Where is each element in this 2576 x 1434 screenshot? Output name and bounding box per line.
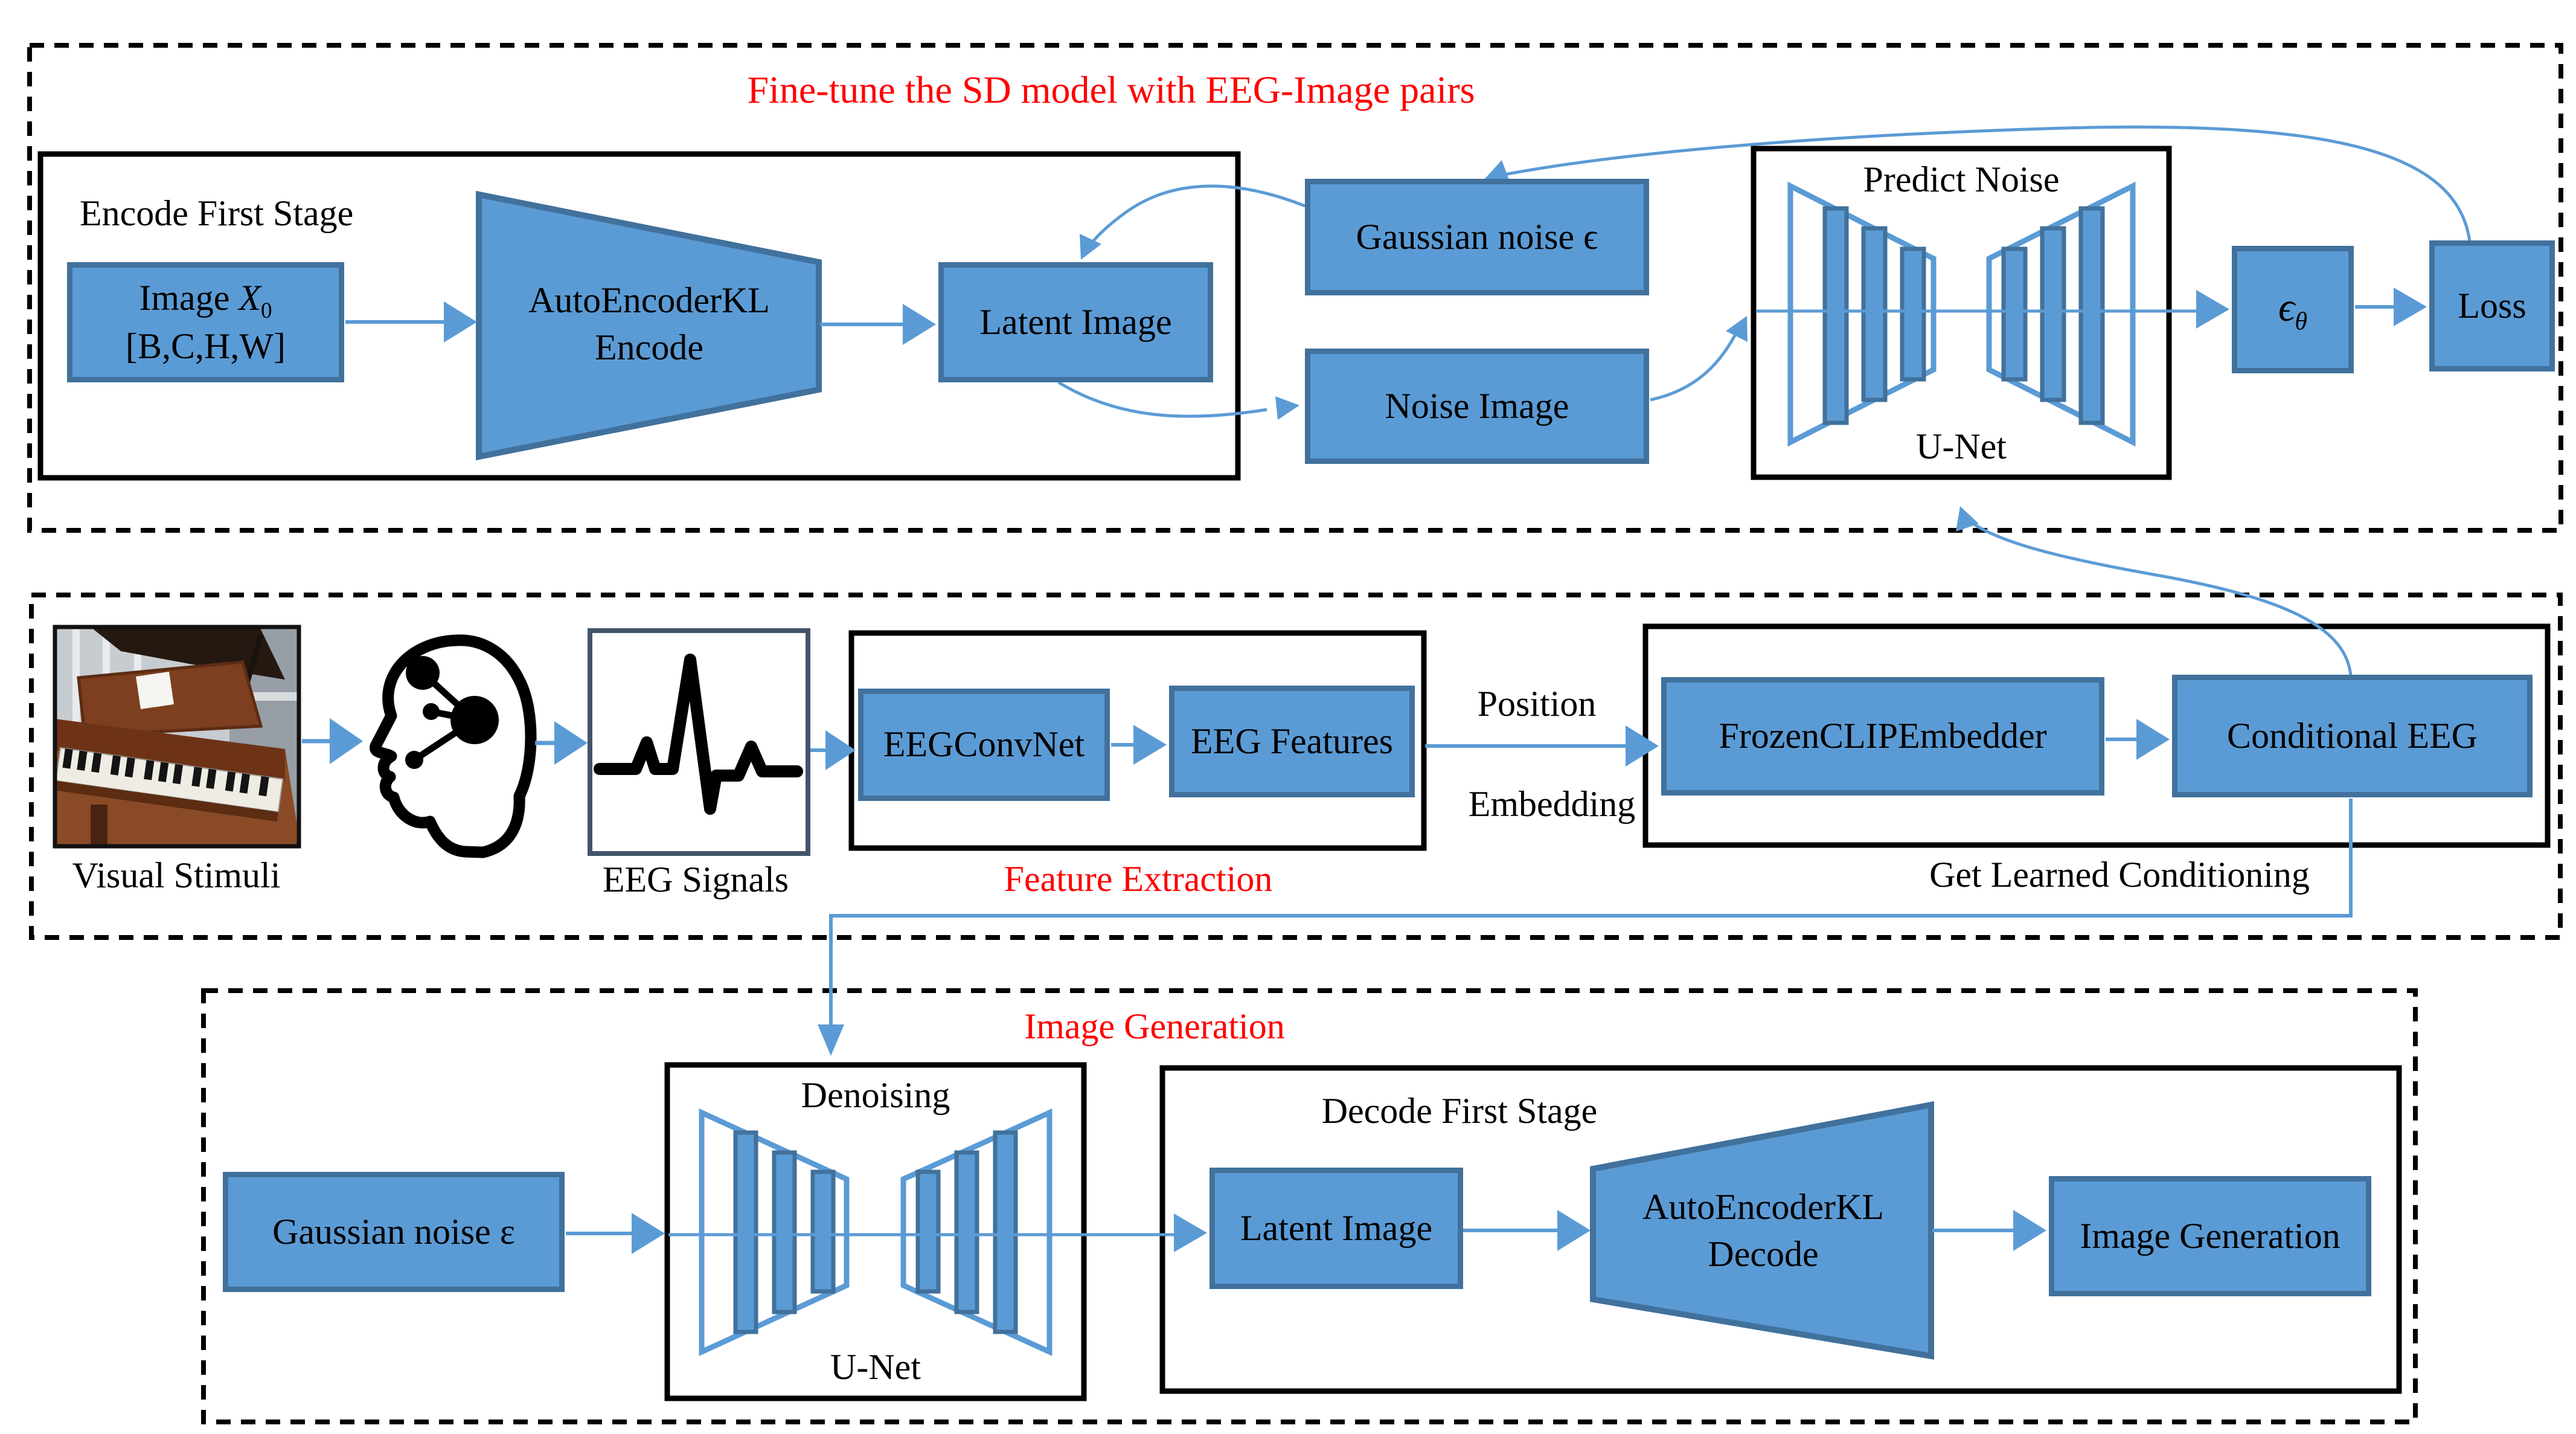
- noise-image-box: Noise Image: [1305, 349, 1649, 464]
- decoder-label: AutoEncoderKL Decode: [1642, 1187, 1884, 1274]
- arrow-decoder-to-output: [1932, 1210, 2046, 1251]
- unet-label-bottom: U-Net: [830, 1347, 921, 1387]
- curved-arrow-noise-image-to-unet: [1650, 316, 1748, 402]
- gaussian-noise-box-top: Gaussian noise ϵ: [1305, 179, 1649, 295]
- arrow-convnet-to-features: [1111, 725, 1167, 765]
- curved-arrow-latent-to-noise-image: [1057, 381, 1299, 420]
- arrow-image-to-encoder: [345, 301, 477, 342]
- unet-trapezoid-icon: [1756, 181, 2197, 447]
- arrow-encoder-to-latent: [820, 304, 936, 345]
- encode-first-stage-frame: [37, 151, 1241, 481]
- curved-arrow-gaussian-to-latent: [1080, 184, 1306, 260]
- elbow-arrow-conditional-to-denoising: [818, 799, 2353, 1056]
- image-x0-line1: Image X0: [139, 277, 272, 323]
- eeg-signals-label: EEG Signals: [602, 860, 789, 899]
- get-learned-conditioning-frame: [1642, 623, 2551, 848]
- eps-theta-box: ϵθ: [2232, 246, 2354, 373]
- predict-noise-label: Predict Noise: [1863, 159, 2060, 199]
- encoder-label: AutoEncoderKL Encode: [528, 280, 770, 367]
- conditional-eeg-box: Conditional EEG: [2172, 675, 2533, 797]
- image-generation-box: Image Generation: [2049, 1176, 2371, 1296]
- get-learned-conditioning-label: Get Learned Conditioning: [1929, 855, 2310, 895]
- arrow-head-to-eeg: [535, 721, 588, 765]
- decode-first-stage-label: Decode First Stage: [1321, 1091, 1598, 1131]
- arrow-features-to-frozenclip: [1425, 725, 1659, 767]
- latent-image-box-top: Latent Image: [938, 262, 1213, 382]
- finetune-section-frame: [27, 43, 2563, 533]
- grand-piano-photo: [53, 625, 301, 849]
- unet-trapezoid-icon: [668, 1108, 1207, 1357]
- arrow-eps-theta-to-loss: [2355, 288, 2427, 326]
- eeg-features-box: EEG Features: [1169, 686, 1415, 797]
- encode-first-stage-label: Encode First Stage: [80, 193, 354, 233]
- eeg-pipeline-section-frame: [29, 593, 2563, 940]
- decode-first-stage-frame: [1159, 1065, 2402, 1394]
- arrow-denoising-to-latent: [1463, 1210, 1591, 1251]
- arrow-gaussian-to-denoising: [566, 1213, 665, 1254]
- denoising-unet-frame: [664, 1062, 1087, 1401]
- gaussian-noise-box-bottom: Gaussian noise ε: [223, 1172, 565, 1292]
- arrow-stimuli-to-head: [302, 718, 363, 764]
- image-x0-box: Image X0 [B,C,H,W]: [67, 262, 344, 382]
- embedding-label: Embedding: [1468, 784, 1636, 824]
- curved-arrow-conditional-eeg-to-unet: [1956, 506, 2353, 677]
- loss-box: Loss: [2429, 240, 2555, 371]
- decoder-funnel-trapezoid: [1590, 1101, 1934, 1360]
- encoder-funnel-trapezoid: [476, 190, 822, 461]
- feature-extraction-frame: [848, 630, 1427, 851]
- arrow-eeg-to-convnet: [810, 730, 856, 770]
- unet-label-top: U-Net: [1916, 426, 2007, 466]
- latent-image-box-bottom: Latent Image: [1210, 1168, 1463, 1289]
- image-x0-line2: [B,C,H,W]: [126, 326, 286, 367]
- arrow-frozenclip-to-conditional: [2106, 719, 2170, 760]
- denoising-label: Denoising: [801, 1075, 950, 1115]
- eegconvnet-box: EEGConvNet: [858, 689, 1110, 801]
- feature-extraction-label: Feature Extraction: [1004, 859, 1273, 899]
- eeg-waveform-icon: [588, 628, 810, 856]
- image-generation-title: Image Generation: [1024, 1006, 1285, 1046]
- arrow-unet-to-eps-theta: [2196, 290, 2229, 329]
- visual-stimuli-label: Visual Stimuli: [72, 855, 281, 895]
- curved-arrow-loss-to-gaussian: [1484, 125, 2472, 242]
- head-profile-neural-network-icon: [370, 634, 537, 858]
- position-label: Position: [1477, 684, 1597, 724]
- image-generation-section-frame: [201, 988, 2418, 1424]
- predict-noise-unet-frame: [1751, 146, 2172, 480]
- finetune-title: Fine-tune the SD model with EEG-Image pa…: [747, 68, 1475, 111]
- frozenclipembedder-box: FrozenCLIPEmbedder: [1661, 677, 2104, 796]
